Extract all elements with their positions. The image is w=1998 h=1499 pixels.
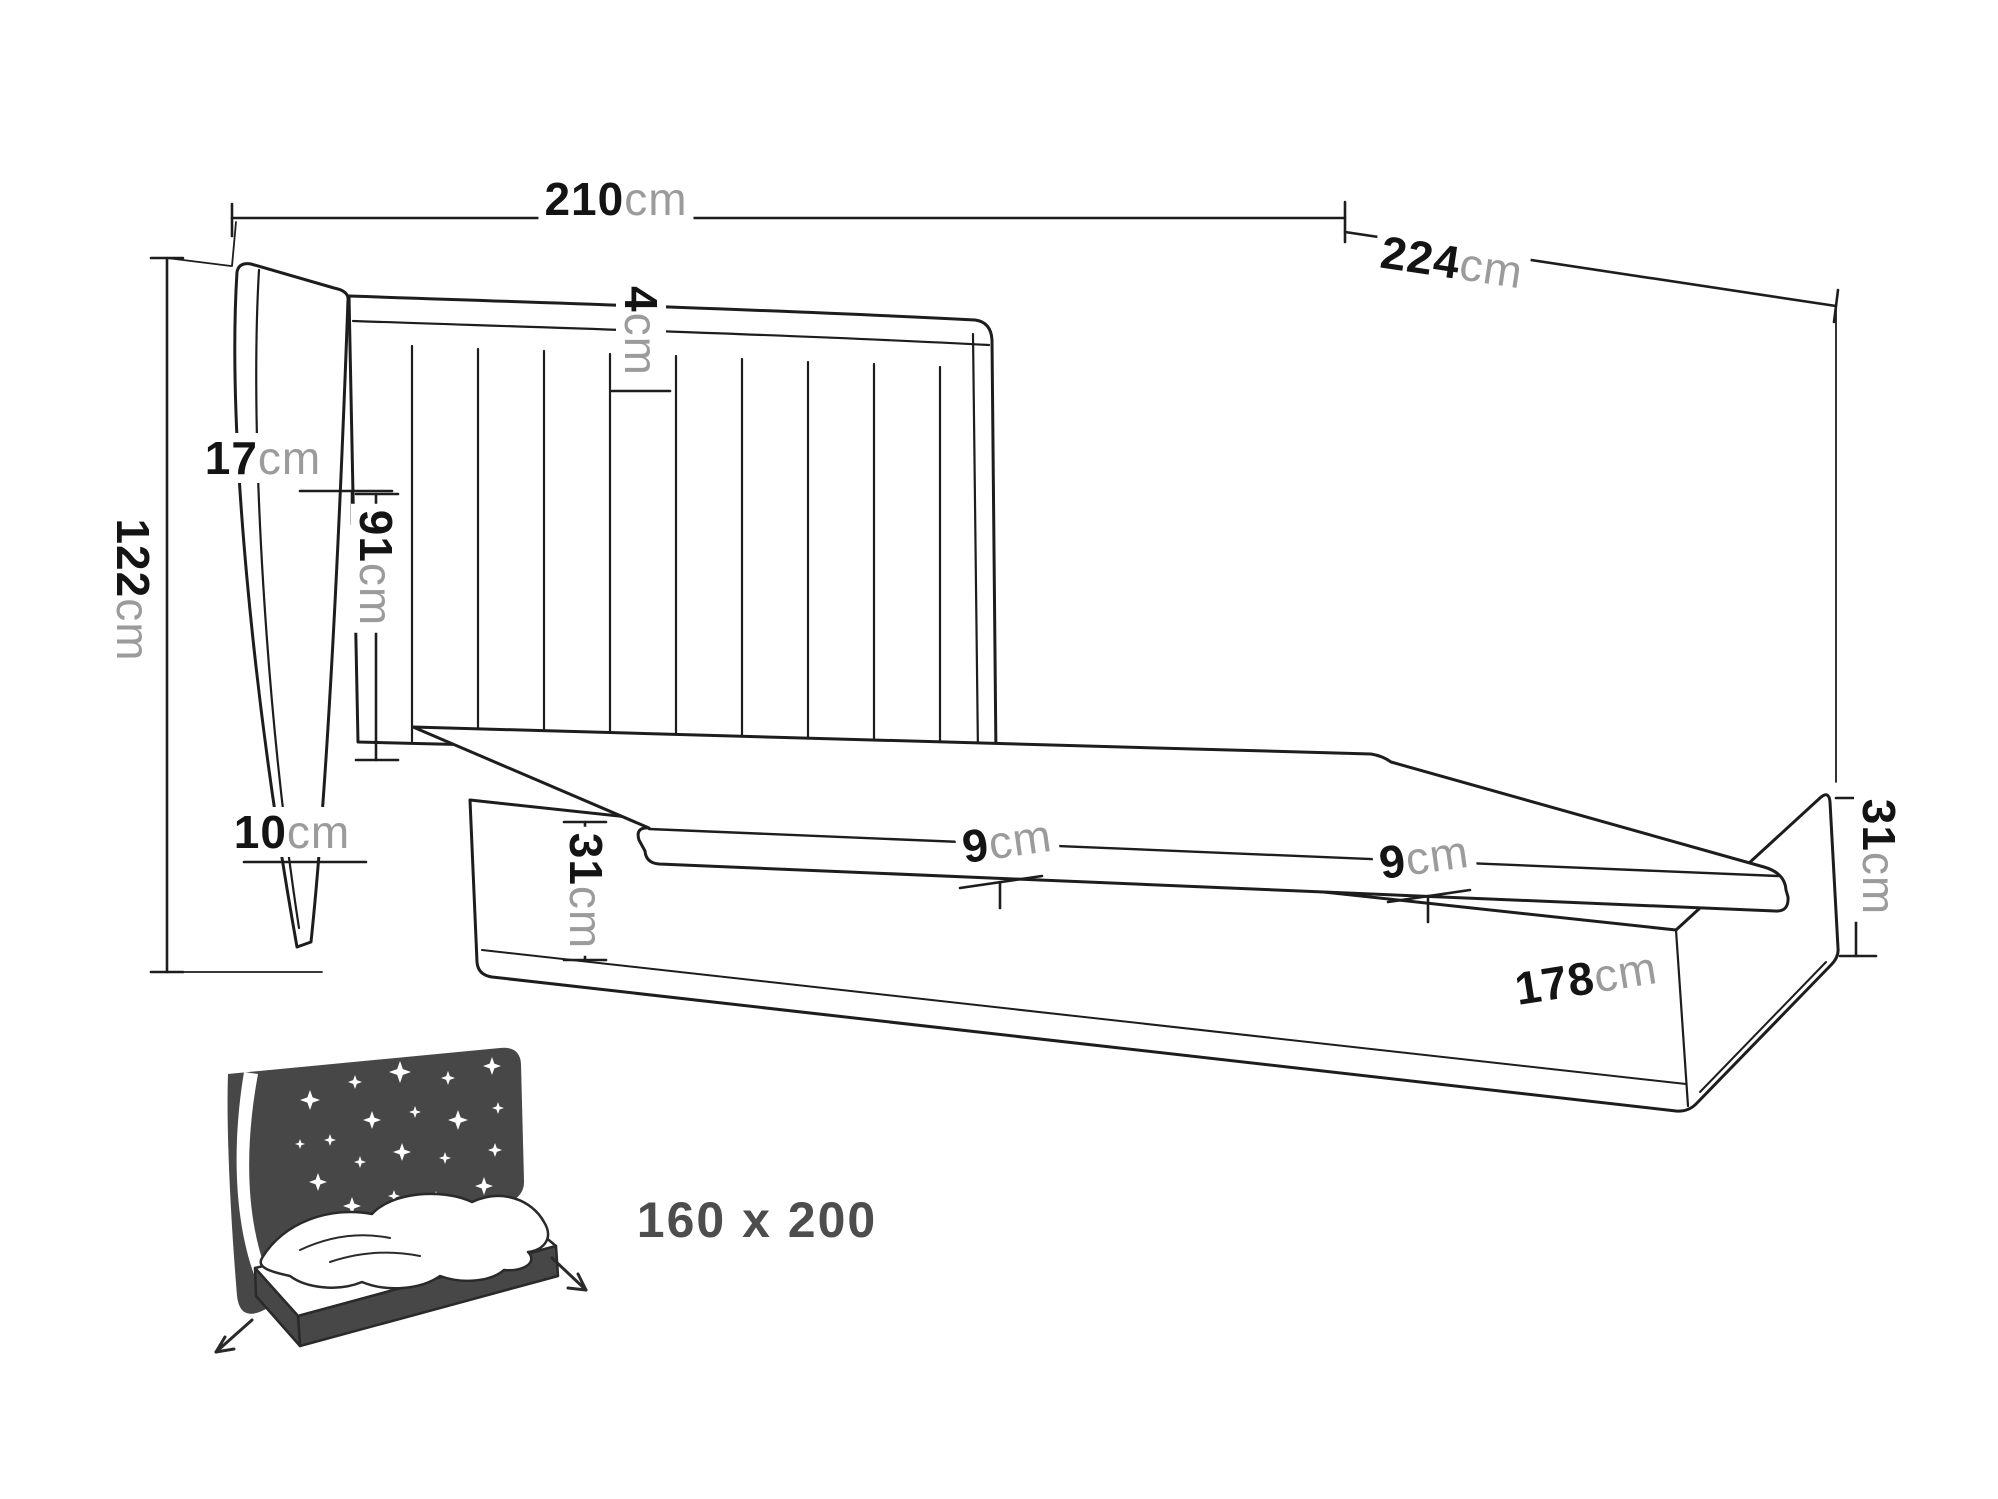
inset-mattress-box bbox=[253, 1192, 560, 1348]
dim-label-wing-17: 17cm bbox=[198, 432, 328, 484]
dim-unit: cm bbox=[615, 312, 667, 376]
dimension-arrow-icons bbox=[214, 1256, 588, 1354]
duvet-icon bbox=[259, 1192, 550, 1290]
dim-value: 10 bbox=[233, 806, 287, 858]
dim-value: 4 bbox=[615, 286, 667, 313]
storage-base bbox=[468, 793, 1840, 1113]
dim-unit: cm bbox=[1456, 237, 1527, 299]
dim-unit: cm bbox=[286, 806, 351, 858]
dim-unit: cm bbox=[1402, 824, 1473, 886]
dim-label-rail-4: 4cm bbox=[615, 280, 667, 382]
dim-value: 31 bbox=[560, 832, 612, 886]
dim-label-width-210: 210cm bbox=[538, 173, 694, 225]
mattress-size-label: 160 x 200 bbox=[636, 1192, 878, 1248]
dim-unit: cm bbox=[1853, 851, 1905, 916]
dim-unit: cm bbox=[624, 173, 688, 225]
dim-value: 210 bbox=[544, 173, 625, 225]
dim-value: 91 bbox=[350, 509, 402, 563]
dim-label-base-31-right: 31cm bbox=[1853, 792, 1905, 922]
dim-label-height-122: 122cm bbox=[107, 512, 159, 668]
headboard-panel bbox=[347, 294, 998, 760]
dim-unit: cm bbox=[560, 885, 612, 950]
dim-label-panel-91: 91cm bbox=[350, 503, 402, 633]
dim-unit: cm bbox=[257, 432, 322, 484]
dim-value: 31 bbox=[1853, 798, 1905, 852]
dim-label-base-31-left: 31cm bbox=[560, 826, 612, 956]
mattress-size-icon bbox=[214, 1047, 588, 1354]
dim-line-9-right bbox=[1386, 888, 1472, 924]
crescent-moon-icon bbox=[236, 1072, 284, 1312]
dim-line-9-mid bbox=[958, 874, 1044, 910]
dim-label-clearance-10: 10cm bbox=[227, 806, 357, 858]
dim-line-210 bbox=[230, 200, 1347, 244]
dim-unit: cm bbox=[1590, 941, 1661, 1003]
dim-unit: cm bbox=[985, 808, 1056, 870]
dim-unit: cm bbox=[350, 562, 402, 627]
dim-unit: cm bbox=[107, 598, 159, 662]
dim-value: 17 bbox=[204, 432, 258, 484]
dim-line-122 bbox=[149, 221, 323, 974]
dim-line-224 bbox=[1343, 230, 1840, 783]
headboard-channel-lines bbox=[410, 344, 942, 754]
dim-value: 122 bbox=[107, 518, 159, 599]
